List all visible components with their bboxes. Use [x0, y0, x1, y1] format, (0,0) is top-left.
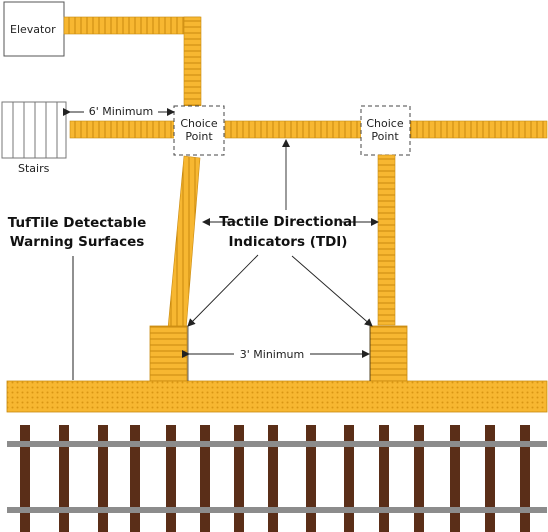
- tie: [450, 425, 460, 532]
- tuftile-title-line1: TufTile Detectable: [8, 215, 147, 231]
- tdi-main-horizontal: [224, 120, 362, 139]
- six-foot-dimension: 6' Minimum: [63, 104, 175, 118]
- tdi-landing-right: [369, 325, 408, 382]
- railroad-track: [7, 425, 547, 532]
- choice-point-1: Choice Point: [173, 105, 225, 156]
- tdi-elevator-vertical: [183, 16, 202, 107]
- tuftile-title-line2: Warning Surfaces: [10, 234, 145, 250]
- tie: [166, 425, 176, 532]
- choice-point-1-line1: Choice: [180, 117, 217, 130]
- tdi-right-vertical: [377, 154, 396, 326]
- tie: [59, 425, 69, 532]
- choice-point-2: Choice Point: [360, 105, 411, 156]
- tie: [520, 425, 530, 532]
- tie: [414, 425, 424, 532]
- tdi-elevator-horizontal: [63, 16, 201, 35]
- rail-bottom: [7, 507, 547, 513]
- tie: [20, 425, 30, 532]
- choice-point-1-line2: Point: [185, 130, 213, 143]
- tie: [306, 425, 316, 532]
- tie: [98, 425, 108, 532]
- tie: [344, 425, 354, 532]
- tdi-stairs-horizontal: [69, 120, 176, 139]
- tdi-landing-left: [149, 325, 188, 382]
- tie: [379, 425, 389, 532]
- elevator: Elevator: [3, 1, 65, 57]
- six-min-label: 6' Minimum: [89, 105, 154, 118]
- tdi-right-horizontal: [409, 120, 548, 139]
- tie: [200, 425, 210, 532]
- tdi-arrows: [187, 139, 379, 327]
- choice-point-2-line2: Point: [371, 130, 399, 143]
- tdi-title-line2: Indicators (TDI): [229, 234, 348, 250]
- tie: [268, 425, 278, 532]
- elevator-label: Elevator: [10, 23, 56, 36]
- stairs-label: Stairs: [18, 162, 50, 175]
- stairs: Stairs: [1, 101, 67, 175]
- tdi-diagonal: [167, 155, 201, 331]
- tdi-title-line1: Tactile Directional: [219, 214, 357, 230]
- tie: [130, 425, 140, 532]
- detectable-warning-strip: [6, 380, 548, 413]
- three-min-label: 3' Minimum: [240, 348, 305, 361]
- three-foot-dimension: 3' Minimum: [182, 326, 371, 381]
- rail-top: [7, 441, 547, 447]
- tie: [485, 425, 495, 532]
- tie: [234, 425, 244, 532]
- choice-point-2-line1: Choice: [366, 117, 403, 130]
